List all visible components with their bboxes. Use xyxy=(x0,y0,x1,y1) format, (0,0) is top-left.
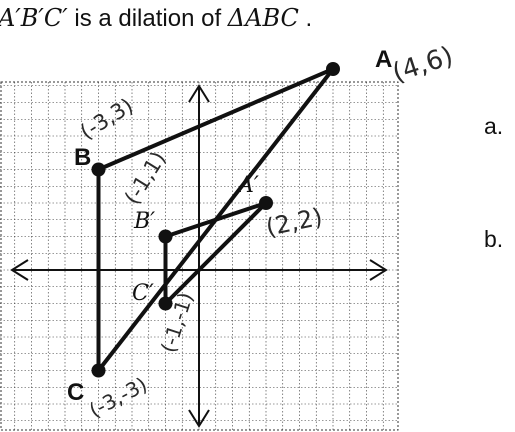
point-C-prime xyxy=(158,296,173,311)
annotation-C: (-3,-3) xyxy=(85,372,151,422)
vertex-points xyxy=(91,62,340,378)
label-B-prime: B′ xyxy=(133,209,155,234)
label-B: B xyxy=(74,144,91,171)
prompt-period: . xyxy=(299,5,312,32)
point-A xyxy=(326,62,340,76)
annotation-B: (-3,3) xyxy=(76,93,137,144)
point-B xyxy=(91,162,106,177)
prompt-image-triangle: A′B′C′ xyxy=(0,4,68,32)
prompt-text: A′B′C′ is a dilation of ΔABC . xyxy=(0,4,312,32)
y-axis-arrow-down xyxy=(188,409,210,428)
part-b-label: b. xyxy=(484,226,503,252)
axes xyxy=(10,84,388,428)
coordinate-grid xyxy=(0,81,399,431)
annotation-A: (4,6) xyxy=(389,41,457,89)
grid-border xyxy=(0,81,399,431)
label-C: C xyxy=(67,379,84,406)
triangle-A-prime-B-prime-C-prime xyxy=(163,201,268,306)
point-A-prime xyxy=(259,196,273,210)
label-A-prime: A′ xyxy=(236,173,259,198)
point-C xyxy=(91,363,106,378)
x-axis-arrow-left xyxy=(10,259,29,281)
label-A: A xyxy=(375,46,392,73)
label-C-prime: C′ xyxy=(132,281,154,306)
prompt-original-triangle: ΔABC xyxy=(227,4,299,32)
part-a-label: a. xyxy=(484,113,503,139)
prompt-middle: is a dilation of xyxy=(68,5,228,32)
x-axis-arrow-right xyxy=(369,259,388,281)
annotation-A-prime: (2,2) xyxy=(263,203,324,242)
y-axis-arrow-up xyxy=(188,84,210,103)
point-B-prime xyxy=(158,229,173,244)
triangles xyxy=(96,67,335,373)
